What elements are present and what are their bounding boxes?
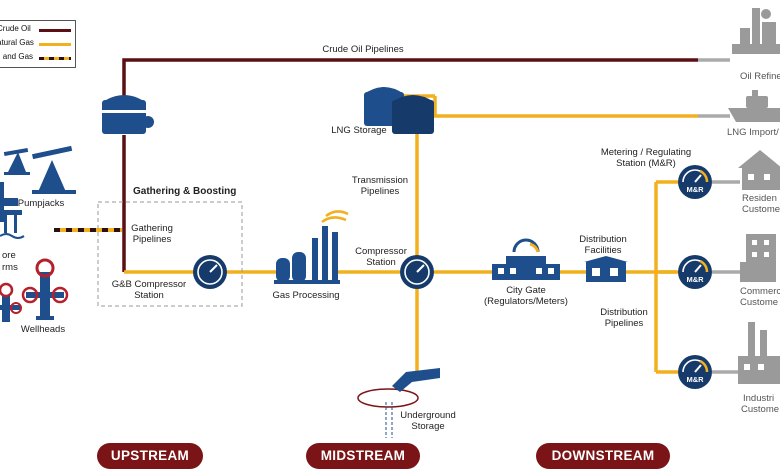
- pipelines: [54, 58, 740, 374]
- industrial-label-line1: Industri: [743, 393, 775, 404]
- gas-processing-label: Gas Processing: [272, 290, 340, 301]
- legend-gas-label: atural Gas: [0, 38, 34, 47]
- underground-storage-label-line2: Storage: [411, 421, 445, 432]
- underground-storage-label-line1: Underground: [400, 410, 456, 421]
- crude-storage-tank-icon: [102, 95, 154, 134]
- industrial-factory-icon: [738, 322, 780, 384]
- mr-commercial-text: M&R: [686, 275, 704, 284]
- wellheads-label: Wellheads: [20, 324, 66, 335]
- transmission-pipelines-label-line1: Transmission: [351, 175, 409, 186]
- gathering-pipelines-label-line2: Pipelines: [132, 234, 172, 245]
- distribution-facilities-icon: [584, 256, 628, 282]
- oil-refinery-label: Oil Refine: [740, 71, 780, 82]
- residential-label-line1: Residen: [742, 193, 777, 204]
- mr-gauge-industrial-icon: [678, 355, 712, 389]
- legend-crude-label: Crude Oil: [0, 24, 31, 33]
- mr-industrial-text: M&R: [686, 375, 704, 384]
- compressor-station-label-line2: Station: [366, 257, 396, 268]
- distribution-facilities-label-line2: Facilities: [584, 245, 622, 256]
- gb-compressor-label-line1: G&B Compressor: [111, 279, 187, 290]
- lng-ship-icon: [728, 90, 780, 122]
- lng-storage-label: LNG Storage: [331, 125, 387, 136]
- transmission-pipelines-label-line2: Pipelines: [360, 186, 400, 197]
- legend-both-label: il and Gas: [0, 52, 34, 61]
- offshore-label-line1: ore: [2, 250, 16, 261]
- commercial-label-line2: Custome: [740, 297, 779, 308]
- residential-house-icon: [738, 150, 780, 190]
- commercial-label-line1: Commerc: [740, 286, 780, 297]
- gathering-boosting-label: Gathering & Boosting: [133, 186, 237, 197]
- distribution-pipelines-label-line1: Distribution: [600, 307, 648, 318]
- legend: Crude Oil atural Gas il and Gas: [0, 20, 76, 68]
- midstream-stage-badge: MIDSTREAM: [306, 443, 420, 469]
- lng-import-line: [433, 96, 698, 118]
- pumpjack-icon: [3, 145, 76, 194]
- city-gate-label-line1: City Gate: [506, 285, 546, 296]
- underground-storage-icon: [357, 368, 440, 438]
- city-gate-icon: [492, 238, 560, 280]
- city-gate-label-line2: (Regulators/Meters): [484, 296, 568, 307]
- mr-gauge-residential-icon: [678, 165, 712, 199]
- gathering-pipelines-label-line1: Gathering: [131, 223, 173, 234]
- lng-import-label: LNG Import/: [727, 127, 779, 138]
- wellhead-icon: [0, 258, 69, 322]
- pumpjacks-label: Pumpjacks: [17, 198, 65, 209]
- gathering-boosting-box: [97, 201, 243, 307]
- compressor-station-label-line1: Compressor: [355, 246, 407, 257]
- residential-label-line2: Custome: [742, 204, 780, 215]
- lng-storage-tanks-icon: [364, 87, 434, 134]
- legend-crude-swatch: [39, 29, 71, 32]
- oil-refinery-icon: [732, 8, 780, 54]
- mr-gauge-commercial-icon: [678, 255, 712, 289]
- mr-residential-text: M&R: [686, 185, 704, 194]
- distribution-pipelines-label-line2: Pipelines: [604, 318, 644, 329]
- offshore-platform-icon: [0, 182, 25, 239]
- downstream-stage-badge: DOWNSTREAM: [536, 443, 670, 469]
- distribution-facilities-label-line1: Distribution: [579, 234, 627, 245]
- gas-processing-plant-icon: [274, 210, 349, 284]
- legend-gas-swatch: [39, 43, 71, 46]
- metering-label-line2: Station (M&R): [616, 158, 676, 169]
- commercial-building-icon: [740, 234, 776, 282]
- crude-oil-pipelines-label: Crude Oil Pipelines: [322, 44, 404, 55]
- gb-compressor-label-line2: Station: [134, 290, 164, 301]
- legend-both-swatch: [39, 57, 71, 60]
- upstream-stage-badge: UPSTREAM: [97, 443, 203, 469]
- offshore-label-line2: rms: [2, 262, 18, 273]
- gb-compressor-gauge-icon: [193, 255, 227, 289]
- industrial-label-line2: Custome: [741, 404, 780, 415]
- transmission-compressor-gauge-icon: [400, 255, 434, 289]
- metering-label-line1: Metering / Regulating: [600, 147, 692, 158]
